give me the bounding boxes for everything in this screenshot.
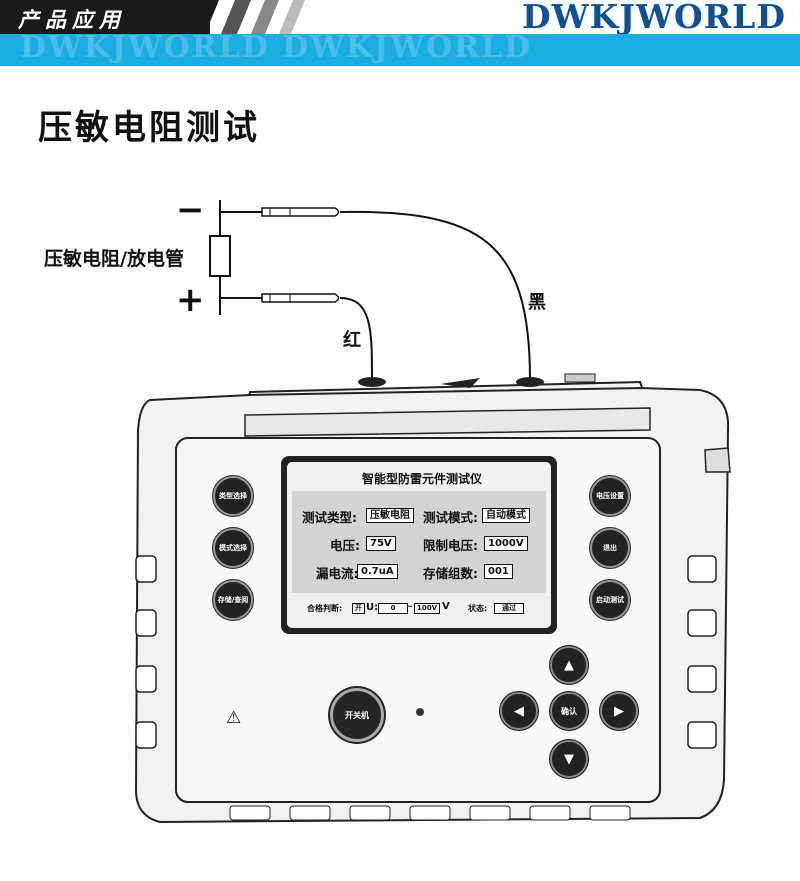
nav-down-button[interactable]: ▼ (550, 740, 588, 778)
header-stripes (195, 0, 305, 34)
screen-value: 75V (366, 536, 396, 551)
u-high: 100V (414, 603, 441, 614)
u-low: 0 (378, 603, 408, 614)
screen-title: 智能型防雷元件测试仪 (361, 472, 482, 486)
nav-right-button[interactable]: ▶ (600, 692, 638, 730)
judge-state: 开 (352, 603, 365, 614)
nav-left-button[interactable]: ◀ (500, 692, 538, 730)
status-label: 状态: (468, 604, 488, 613)
exit-button[interactable]: 退出 (590, 528, 630, 568)
screen-label: 测试模式: (423, 510, 478, 525)
type-select-button[interactable]: 类型选择 (213, 476, 253, 516)
header-band (0, 34, 800, 66)
polarity-positive: + (176, 280, 205, 320)
header-category-block (0, 0, 210, 34)
screen-value: 自动模式 (482, 508, 530, 523)
screen-label: 漏电流: (316, 566, 359, 581)
warning-icon: ⚠ (226, 708, 242, 728)
screen-label: 电压: (330, 538, 360, 553)
screen-value: 压敏电阻 (366, 508, 414, 523)
wiring-diagram (209, 200, 531, 381)
brand-logo: DWKJWORLD (521, 0, 786, 36)
wire-red-label: 红 (343, 330, 361, 351)
screen-value: 001 (484, 564, 513, 579)
page-title: 压敏电阻测试 (38, 108, 260, 148)
u-label: U: (366, 602, 379, 613)
start-test-button[interactable]: 启动测试 (590, 580, 630, 620)
screen-label: 测试类型: (302, 510, 357, 525)
mode-select-button[interactable]: 模式选择 (213, 528, 253, 568)
store-review-button[interactable]: 存储/查阅 (213, 580, 253, 620)
u-unit: V (442, 601, 450, 612)
screen-label: 限制电压: (423, 538, 478, 553)
voltage-set-button[interactable]: 电压设置 (590, 476, 630, 516)
nav-ok-button[interactable]: 确认 (550, 692, 588, 730)
nav-up-button[interactable]: ▲ (550, 646, 588, 684)
device-body (134, 373, 731, 824)
u-tilde: ~ (406, 602, 413, 611)
polarity-negative: − (176, 190, 205, 230)
header-category: 产品应用 (18, 7, 126, 32)
screen-value: 0.7uA (357, 564, 398, 579)
brand-watermark: DWKJWORLD DWKJWORLD (20, 30, 533, 65)
wire-black-label: 黑 (528, 292, 546, 313)
status-value: 通过 (494, 603, 524, 614)
screen-value: 1000V (484, 536, 528, 551)
component-label: 压敏电阻/放电管 (44, 248, 184, 270)
screen-label: 存储组数: (423, 566, 478, 581)
judge-label: 合格判断: (307, 604, 343, 613)
power-button[interactable]: 开关机 (330, 688, 384, 742)
